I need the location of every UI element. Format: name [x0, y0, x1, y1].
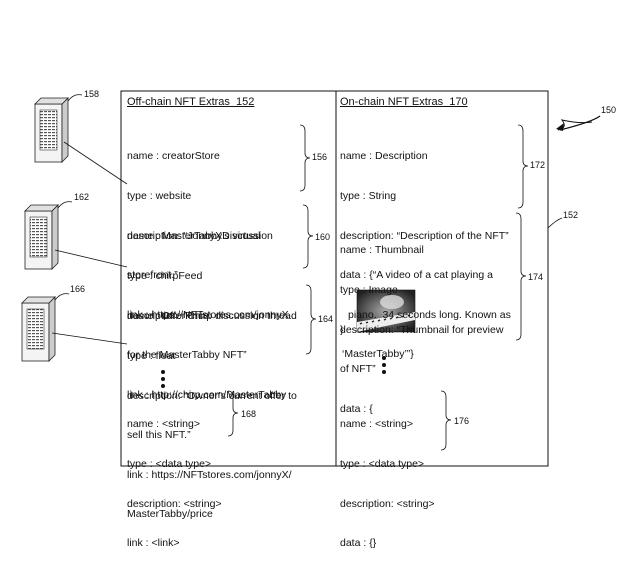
ref-162: 162: [74, 192, 90, 202]
server-icon-166: [21, 296, 56, 362]
onchain-template-block: name : <string> type : <data type> descr…: [340, 392, 435, 564]
ref-leader-162: [57, 201, 73, 209]
offchain-ellipsis: [161, 370, 167, 391]
figure-drawing: [21, 90, 601, 467]
store-line-link: link : https://NFTstores.com/jonnyX: [127, 308, 289, 321]
ref-166: 166: [70, 284, 86, 294]
desc-line-data: data : {“A video of a cat playing a: [340, 269, 493, 282]
brace-168: [227, 390, 239, 437]
connector-162: [54, 249, 128, 268]
ref-150: 150: [601, 105, 617, 115]
offer-line-type: type : float: [127, 350, 176, 362]
discussion-line-link: link : http://chirp.com/MasterTabby: [127, 388, 287, 401]
offer-line-description: description: “Owner’s current offer to: [127, 389, 297, 402]
ref-174: 174: [528, 272, 544, 282]
onchain-header: On-chain NFT Extras 170: [340, 96, 468, 108]
offchain-header: Off-chain NFT Extras 152: [127, 96, 255, 108]
offchain-template-type: type : <data type>: [127, 458, 212, 470]
offchain-template-name: name : <string>: [127, 418, 200, 431]
ref-176: 176: [454, 416, 470, 426]
onchain-description-block: name : Description type : String descrip…: [340, 124, 511, 375]
offchain-template-description: description: <string>: [127, 497, 222, 510]
offchain-template-block: name : <string> type : <data type> descr…: [127, 392, 222, 564]
ref-164: 164: [318, 314, 334, 324]
brace-176: [440, 390, 452, 451]
desc-line-data-cont2: ‘MasterTabby’”}: [342, 348, 414, 361]
connector-166: [51, 332, 128, 345]
nft-extras-table: [120, 90, 549, 467]
thumb-close-brace: }: [340, 324, 344, 336]
offchain-template-link: link : <link>: [127, 537, 180, 550]
onchain-ellipsis: [382, 356, 388, 377]
onchain-template-data: data : {}: [340, 537, 377, 550]
offer-line-name: name : OfferPrice: [127, 310, 210, 323]
desc-line-type: type : String: [340, 190, 397, 202]
ref-168: 168: [241, 409, 257, 419]
onchain-thumbnail-block: name : Thumbnail type : Image descriptio…: [340, 218, 503, 429]
connector-158: [63, 141, 128, 185]
ref-leader-166: [54, 293, 70, 301]
offchain-discussion-block: name : MasterTabbyDiscussion type : chir…: [127, 204, 297, 415]
ref-158: 158: [84, 89, 100, 99]
ref-172: 172: [530, 160, 546, 170]
brace-172: [517, 124, 529, 209]
offer-line-description-cont: sell this NFT.”: [127, 429, 191, 442]
store-line-description: description: “JonnyX’s virtual: [127, 229, 261, 242]
brace-164: [305, 284, 317, 355]
store-line-type: type : website: [127, 190, 192, 202]
offchain-store-block: name : creatorStore type : website descr…: [127, 124, 289, 335]
ref-152: 152: [563, 210, 579, 220]
brace-174: [515, 212, 527, 341]
ref-160: 160: [315, 232, 331, 242]
ref-leader-158: [67, 94, 83, 102]
brace-160: [302, 204, 314, 269]
onchain-template-description: description: <string>: [340, 497, 435, 510]
thumb-line-description-cont: of NFT”: [340, 363, 376, 376]
discussion-line-type: type : chirpFeed: [127, 270, 203, 282]
discussion-line-description: description: “Chirp discussion thread: [127, 309, 297, 322]
brace-156: [299, 124, 311, 192]
ref-leader-152: [547, 217, 563, 229]
desc-line-description: description: “Description of the NFT”: [340, 229, 509, 242]
desc-line-name: name : Description: [340, 150, 428, 163]
desc-line-data-cont: piano. 34 seconds long. Known as: [348, 308, 511, 321]
store-line-description-cont: storefront.”: [127, 269, 178, 282]
store-line-name: name : creatorStore: [127, 150, 220, 163]
server-icon-162: [24, 204, 59, 270]
offer-line-link: link : https://NFTstores.com/jonnyX/: [127, 468, 292, 481]
ref-156: 156: [312, 152, 328, 162]
server-icon-158: [34, 97, 69, 163]
onchain-template-type: type : <data type>: [340, 458, 425, 470]
figure-arrow-150: [556, 115, 601, 131]
thumb-line-data: data : {: [340, 402, 373, 415]
thumb-line-name: name : Thumbnail: [340, 244, 424, 257]
discussion-line-description-cont: for the MasterTabby NFT”: [127, 349, 247, 362]
thumb-line-description: description: “Thumbnail for preview: [340, 323, 504, 336]
thumb-line-type: type : Image: [340, 284, 398, 296]
onchain-template-name: name : <string>: [340, 418, 413, 431]
discussion-line-name: name : MasterTabbyDiscussion: [127, 230, 273, 243]
thumbnail-image: [356, 289, 416, 333]
